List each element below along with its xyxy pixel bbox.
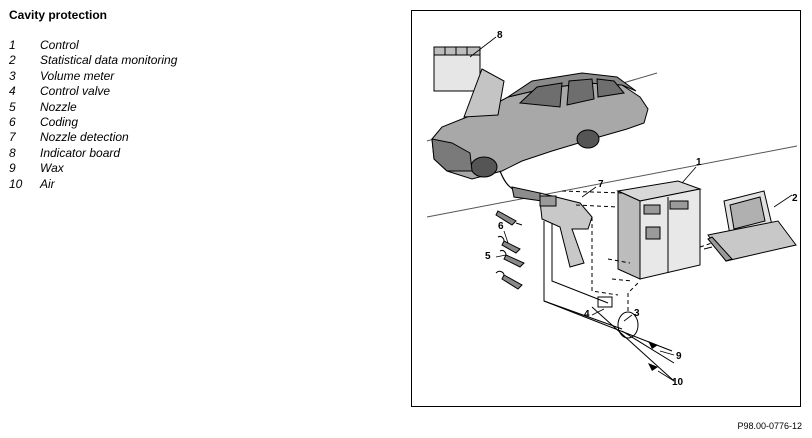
callout-7: 7: [598, 179, 604, 190]
legend-number: 6: [9, 114, 16, 129]
callout-4: 4: [584, 309, 590, 320]
callout-10: 10: [672, 377, 684, 388]
page-title: Cavity protection: [9, 8, 108, 22]
legend-label: Control: [40, 38, 79, 52]
legend-label: Indicator board: [40, 145, 121, 160]
legend-number: 7: [9, 130, 16, 145]
legend-number: 10: [9, 176, 23, 191]
legend-number: 5: [9, 99, 16, 114]
control-cabinet: [616, 180, 702, 280]
legend-label: Wax: [40, 161, 64, 176]
spray-gun: [511, 186, 593, 268]
system-illustration: 8 1 2 3 4 5 6 7 9 10: [411, 10, 801, 407]
indicator-board: [433, 46, 481, 92]
connection-lines: [543, 221, 713, 382]
callout-5: 5: [485, 251, 491, 262]
legend-number: 8: [9, 145, 16, 160]
signal-lines: [561, 190, 713, 311]
callout-8: 8: [497, 30, 503, 41]
legend-number: 3: [9, 68, 16, 83]
car-body: [431, 68, 649, 180]
callout-9: 9: [676, 351, 682, 362]
callout-6: 6: [498, 221, 504, 232]
callout-leaders: [469, 36, 793, 382]
legend-label: Coding: [40, 114, 79, 129]
figure-caption: P98.00-0776-12: [737, 421, 802, 431]
legend-number: 4: [9, 84, 16, 99]
legend-number: 1: [9, 38, 16, 52]
legend-label: Nozzle: [40, 99, 77, 114]
legend-label: Air: [40, 176, 55, 191]
legend-label: Control valve: [40, 84, 111, 99]
legend-number: 2: [9, 53, 16, 68]
legend-label: Volume meter: [40, 68, 115, 83]
computer-terminal: [707, 190, 797, 262]
flow-arrows: [648, 341, 658, 371]
legend-label: Nozzle detection: [40, 130, 129, 145]
callout-2: 2: [792, 193, 798, 204]
legend-label: Statistical data monitoring: [40, 53, 178, 68]
callout-1: 1: [696, 157, 702, 168]
nozzle-set: [495, 210, 525, 290]
callout-3: 3: [634, 308, 640, 319]
legend-number: 9: [9, 161, 16, 176]
callout-labels: 8 1 2 3 4 5 6 7 9 10: [485, 30, 798, 388]
illustration-svg: 8 1 2 3 4 5 6 7 9 10: [426, 30, 798, 388]
